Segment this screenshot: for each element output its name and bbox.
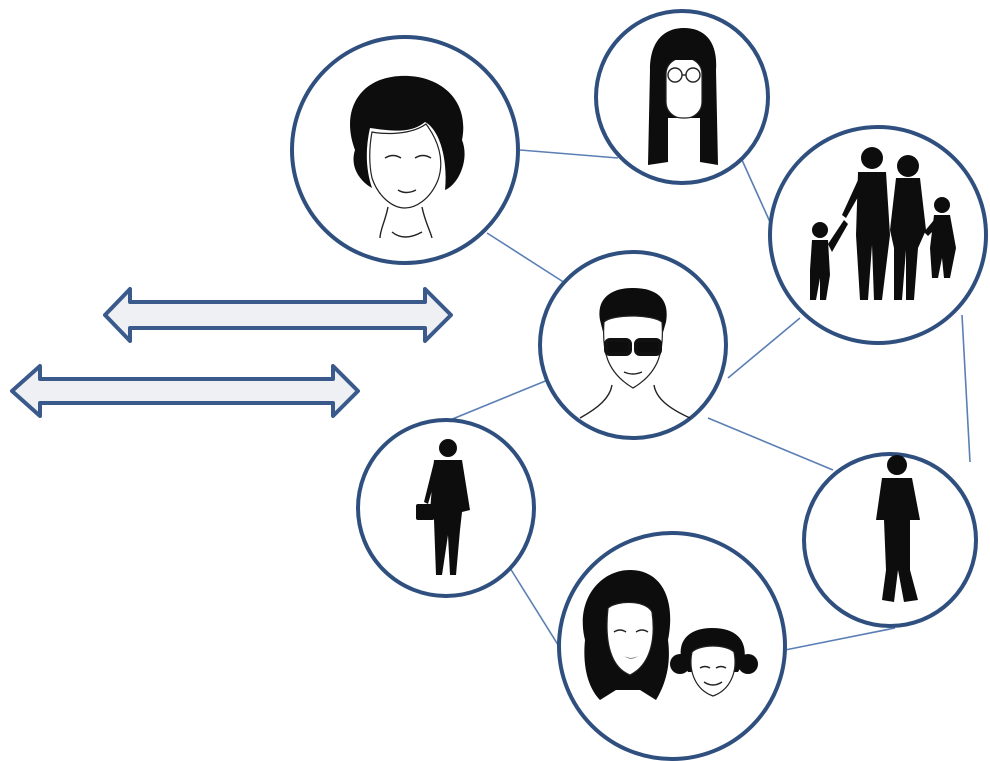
link-woman-to-longhair: [519, 149, 619, 159]
node-short-hair-woman: [290, 35, 520, 265]
double-arrow-top: [103, 287, 453, 343]
connection-lines: [449, 149, 971, 651]
node-mother-daughter: [557, 531, 787, 761]
woman-long-hair-glasses-icon: [648, 28, 718, 165]
link-woman-to-man: [486, 232, 566, 284]
link-man-to-teen: [707, 417, 834, 471]
link-man-to-family: [727, 317, 801, 379]
link-longhair-to-family: [741, 159, 771, 223]
mother-daughter-icon: [582, 570, 758, 700]
node-teen: [802, 452, 978, 628]
woman-short-hair-icon: [350, 75, 465, 239]
double-arrow-bottom: [10, 364, 360, 418]
link-man-to-businessman: [449, 374, 561, 421]
man-glasses-icon: [579, 288, 691, 419]
link-family-to-teen: [961, 314, 971, 463]
family-silhouette-icon: [810, 147, 956, 300]
link-businessman-to-motherdaughter: [509, 567, 561, 649]
node-long-hair-woman-glasses: [594, 9, 770, 185]
businessman-silhouette-icon: [416, 439, 470, 575]
link-motherdaughter-to-teen: [784, 627, 896, 651]
node-family: [768, 125, 988, 345]
teen-silhouette-icon: [876, 455, 920, 602]
node-businessman: [356, 418, 536, 598]
node-man-glasses: [538, 250, 728, 440]
